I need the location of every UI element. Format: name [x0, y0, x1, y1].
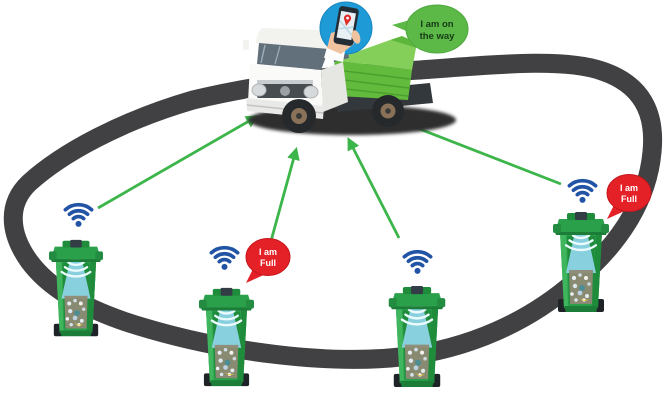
wifi-icon-bin4: [567, 178, 598, 204]
bubble-body: [405, 4, 469, 54]
full-bubble-line1: I am: [259, 247, 277, 257]
smartphone-icon: [319, 1, 373, 62]
bed-top: [334, 40, 416, 70]
wheel-hub: [296, 113, 302, 119]
thumb: [351, 30, 361, 44]
wifi-icon-bin1: [63, 202, 94, 228]
truck-speech-bubble: I am on the way: [392, 4, 469, 54]
windshield-glare: [274, 45, 281, 65]
mirror-left: [243, 40, 249, 50]
cab-roof: [256, 28, 332, 49]
truck-bubble-line1: I am on: [420, 19, 453, 30]
map-lines: [338, 20, 354, 36]
wheel-hub: [385, 108, 391, 114]
cab-side: [321, 62, 348, 112]
signal-arrows: [97, 115, 562, 242]
full-bubble-line1: I am: [620, 183, 638, 193]
wifi-icon-bin2: [209, 245, 240, 271]
truck-bubble-line2: the way: [420, 31, 456, 42]
signal-arrow-bin1: [97, 115, 259, 210]
signal-arrow-bin3: [347, 137, 401, 239]
full-bubble-line2: Full: [621, 194, 637, 204]
wifi-icon-bin3: [402, 249, 433, 275]
bed-back-edge: [390, 36, 420, 48]
full-speech-bubble-bin4: I am Full: [606, 174, 652, 220]
headlight-right: [303, 85, 319, 99]
truck-dump-bed: [334, 36, 420, 100]
waste-bin-3: [388, 286, 446, 389]
chrome-strip: [257, 80, 313, 84]
location-pin-icon: [343, 14, 352, 27]
full-bubble-line2: Full: [260, 258, 276, 268]
signal-arrow-bin2: [269, 146, 300, 242]
truck-logo: [280, 86, 290, 96]
bed-slats: [335, 69, 411, 97]
windshield-glare: [260, 44, 266, 64]
garbage-truck: [243, 28, 456, 135]
headlight-left: [251, 83, 267, 97]
full-speech-bubble-bin2: I am Full: [245, 238, 291, 284]
truck-wheels: [282, 95, 404, 133]
road: [3, 53, 663, 369]
